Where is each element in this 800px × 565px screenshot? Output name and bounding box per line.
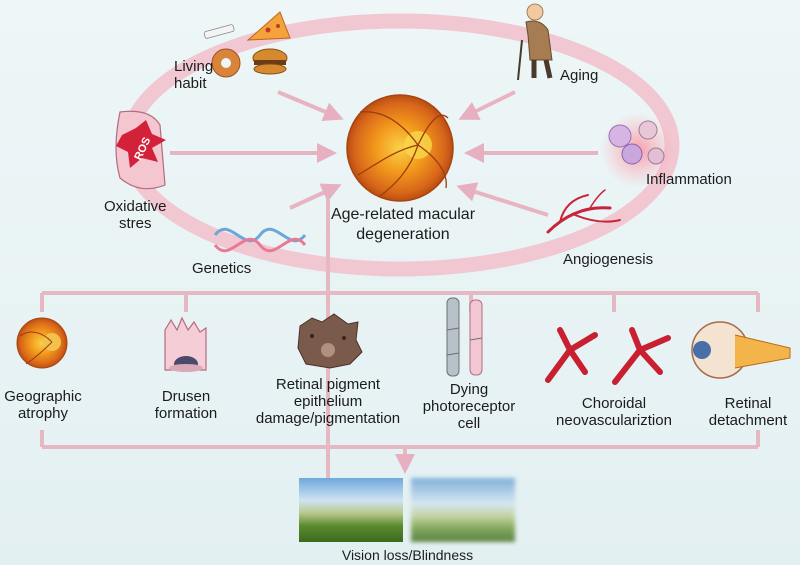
cause-arrows bbox=[170, 90, 598, 217]
result-label: Vision loss/Blindness bbox=[341, 547, 474, 563]
cause-label-angiogenesis: Angiogenesis bbox=[563, 251, 653, 268]
choroidal-vessels-icon bbox=[545, 327, 671, 385]
drusen-cell-icon bbox=[164, 316, 207, 372]
cigarette-pizza-burger-donut-icon bbox=[203, 11, 291, 78]
outcome-label-geographic-atrophy: Geographic atrophy bbox=[0, 388, 86, 422]
cause-label-line: habit bbox=[174, 75, 207, 92]
arrow-genetics bbox=[289, 183, 342, 210]
cause-label-living-habit: Living habit bbox=[174, 58, 213, 92]
center-label-line: degeneration bbox=[356, 226, 450, 243]
blood-vessels-icon bbox=[546, 189, 621, 234]
cause-label-genetics: Genetics bbox=[192, 260, 251, 277]
outcome-label-choroidal-neovascularization: Choroidal neovasculariztion bbox=[546, 395, 682, 429]
outcome-label-line: neovasculariztion bbox=[556, 412, 672, 429]
cause-label-line: Living bbox=[174, 58, 214, 75]
photoreceptor-cells-icon bbox=[446, 297, 483, 377]
outcome-label-line: damage/pigmentation bbox=[255, 410, 401, 427]
cause-label-inflammation: Inflammation bbox=[646, 171, 732, 188]
outcome-label-line: Retinal bbox=[724, 395, 772, 412]
outcome-label-line: cell bbox=[457, 415, 481, 432]
ros-cell-icon: ROS bbox=[115, 110, 166, 190]
outcome-label-line: formation bbox=[154, 405, 218, 422]
retina-center-icon bbox=[346, 94, 454, 202]
geographic-atrophy-icon bbox=[16, 317, 68, 369]
blurred-vision-photo bbox=[411, 478, 515, 542]
elderly-person-icon bbox=[517, 3, 553, 81]
rpe-pigment-icon bbox=[297, 313, 363, 369]
outcome-label-drusen-formation: Drusen formation bbox=[146, 388, 226, 422]
cause-label-line: Aging bbox=[560, 67, 599, 84]
center-label-line: Age-related macular bbox=[330, 206, 476, 223]
arrow-living-habit bbox=[277, 90, 344, 122]
outcome-label-line: Geographic bbox=[4, 388, 82, 405]
outcome-label-rpe-damage: Retinal pigment epithelium damage/pigmen… bbox=[248, 376, 408, 427]
outcome-label-retinal-detachment: Retinal detachment bbox=[700, 395, 796, 429]
outcome-label-line: detachment bbox=[708, 412, 788, 429]
outcome-connectors bbox=[40, 198, 760, 478]
arrow-aging bbox=[458, 90, 516, 120]
outcome-label-line: atrophy bbox=[17, 405, 69, 422]
center-label-amd: Age-related macular degeneration bbox=[318, 205, 488, 245]
cause-label-line: stres bbox=[119, 215, 152, 232]
cause-label-oxidative: Oxidative stres bbox=[104, 198, 167, 232]
arrow-angiogenesis bbox=[456, 182, 549, 217]
cause-label-line: Angiogenesis bbox=[563, 251, 654, 268]
cause-label-aging: Aging bbox=[560, 67, 598, 84]
inflammation-cells-icon bbox=[600, 112, 676, 188]
outcome-label-line: Dying bbox=[449, 381, 489, 398]
cause-label-line: Inflammation bbox=[646, 171, 732, 188]
outcome-label-line: Drusen bbox=[161, 388, 211, 405]
outcome-label-line: Choroidal bbox=[581, 395, 647, 412]
cause-label-line: Genetics bbox=[192, 260, 252, 277]
outcome-label-line: epithelium bbox=[293, 393, 363, 410]
outcome-label-line: photoreceptor bbox=[422, 398, 516, 415]
outcome-label-line: Retinal pigment bbox=[275, 376, 381, 393]
eye-detachment-icon bbox=[691, 321, 791, 379]
clear-vision-photo bbox=[299, 478, 403, 542]
cause-label-line: Oxidative bbox=[104, 198, 167, 215]
dna-helix-icon bbox=[213, 227, 307, 253]
outcome-label-dying-photoreceptor: Dying photoreceptor cell bbox=[414, 381, 524, 432]
